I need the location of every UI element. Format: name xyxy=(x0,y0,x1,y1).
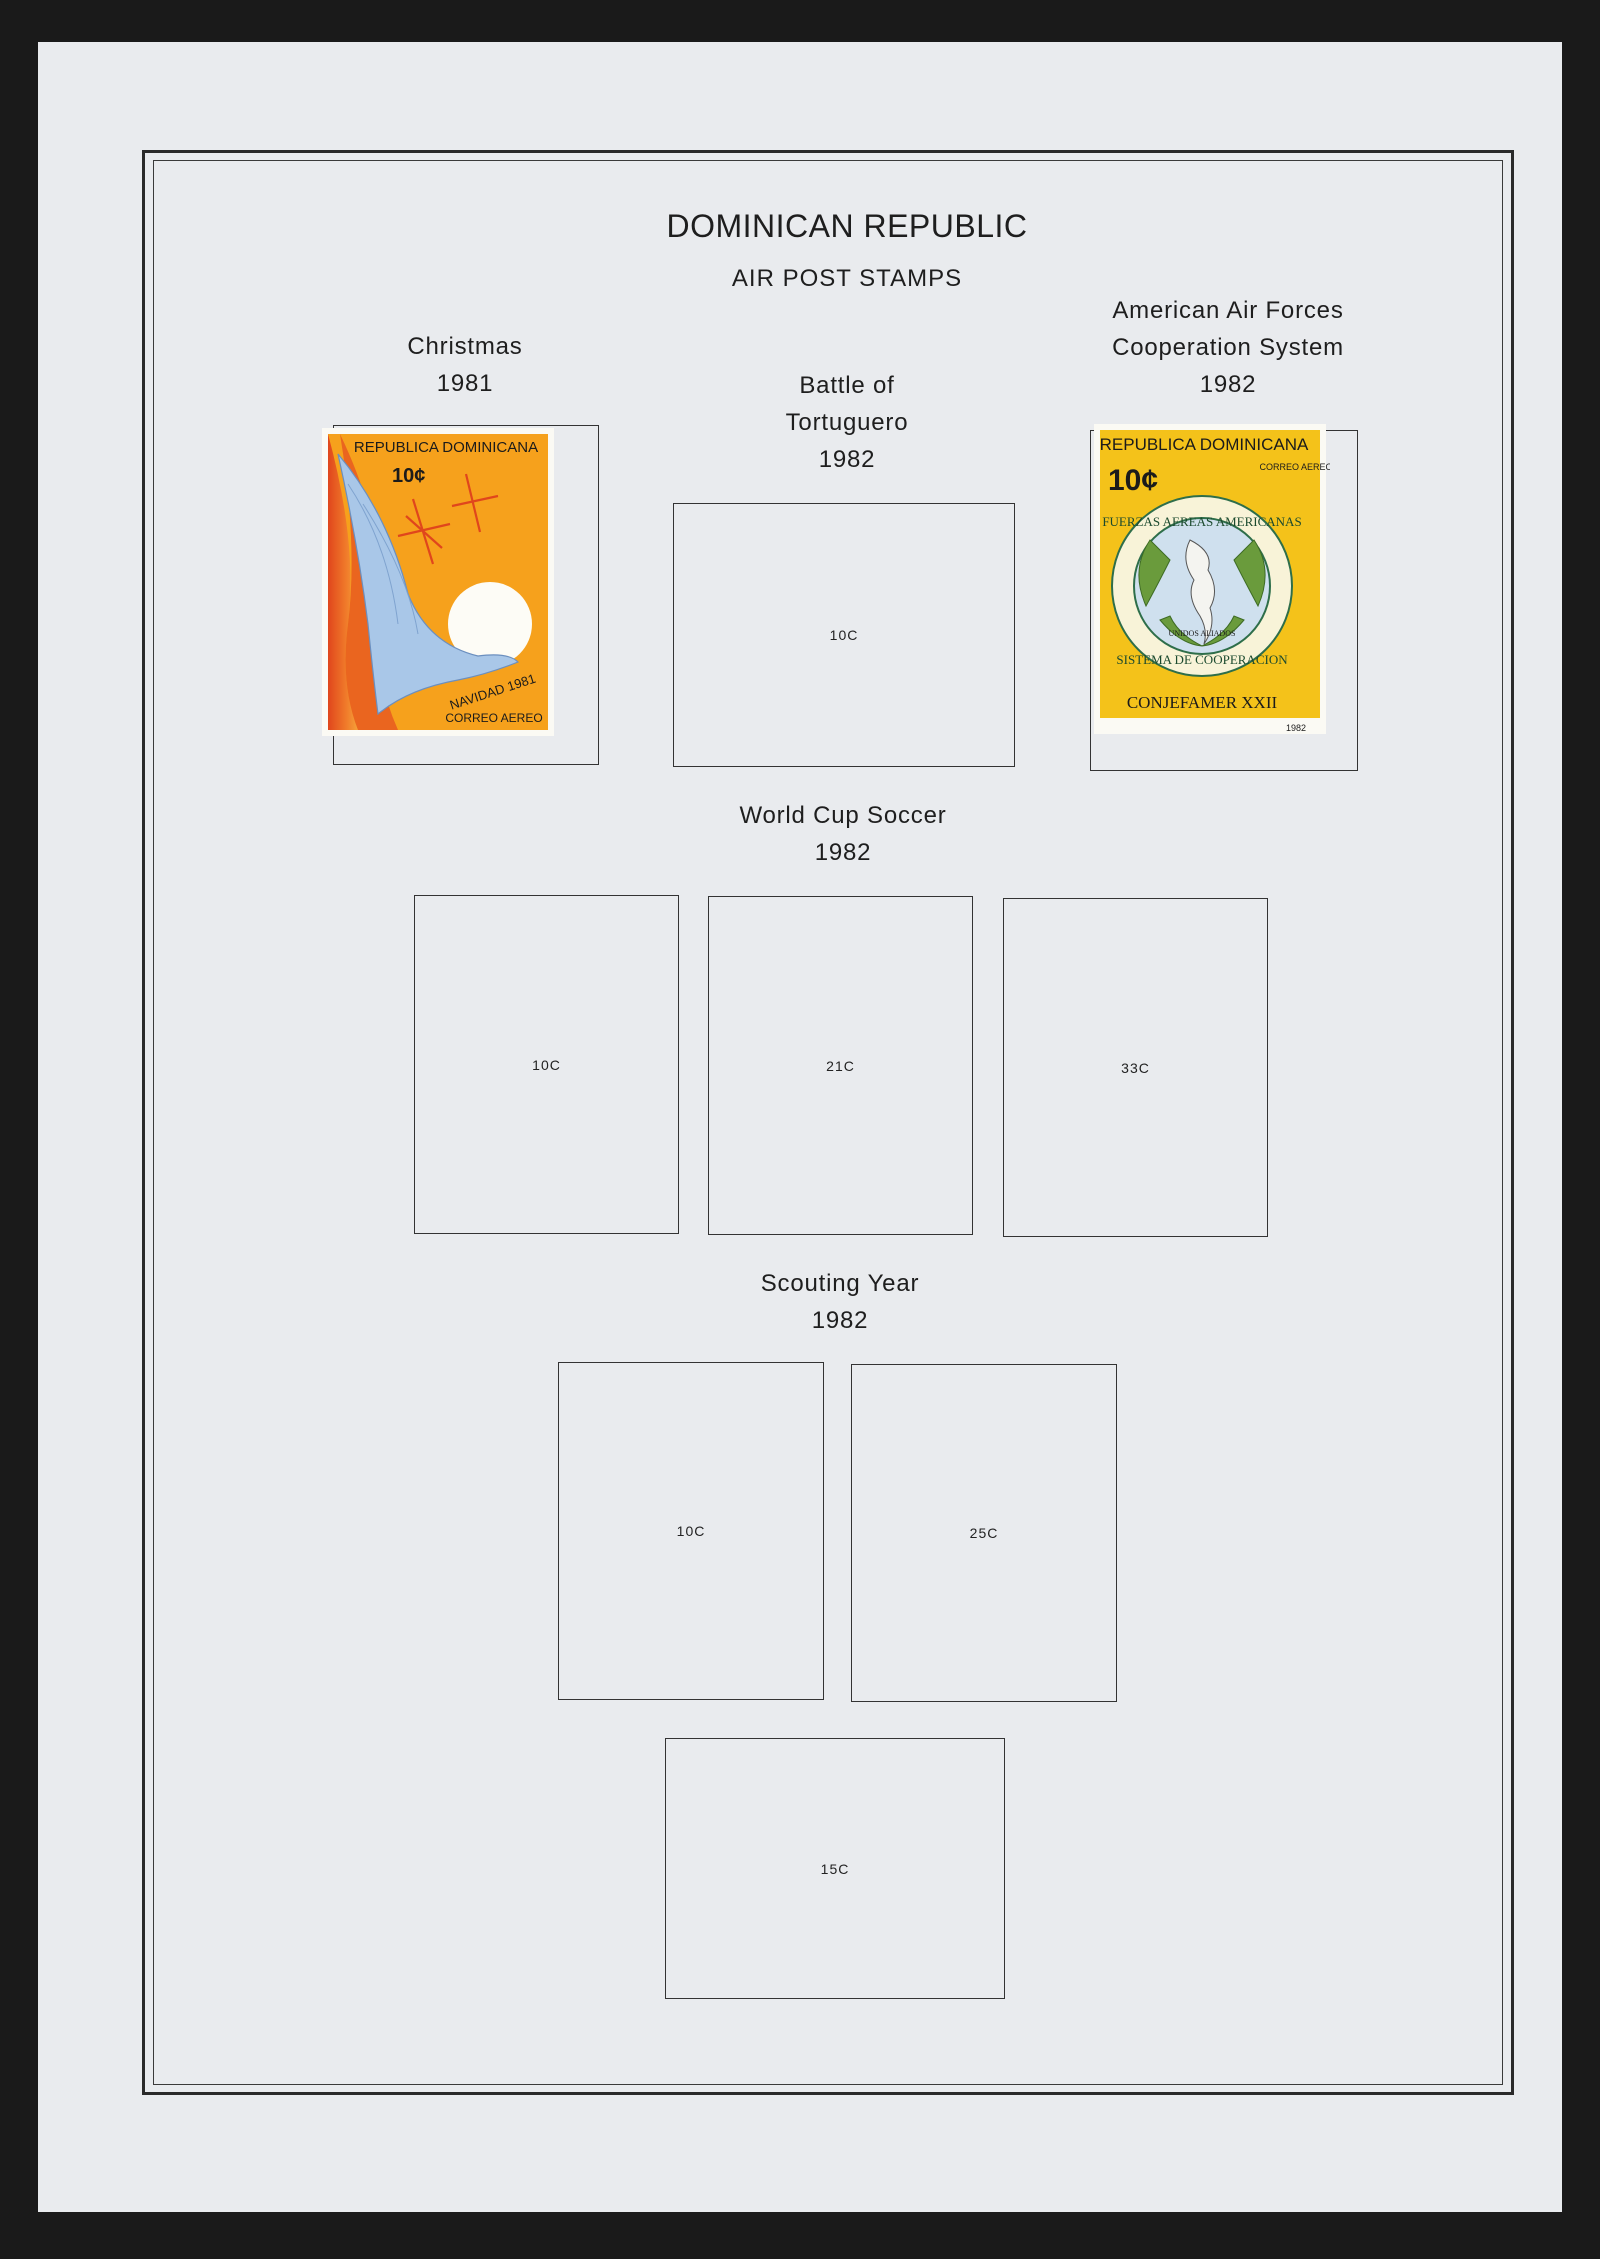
stamp-space-value: 21C xyxy=(826,1057,855,1074)
stamp-country: REPUBLICA DOMINICANA xyxy=(1100,435,1309,454)
stamp-country: REPUBLICA DOMINICANA xyxy=(354,439,538,456)
stamp-space-value: 15C xyxy=(820,1860,850,1877)
caption-line: American Air Forces xyxy=(1112,297,1344,324)
stamp-space-worldcup-3: 33C xyxy=(1003,898,1268,1237)
stamp-space-worldcup-2: 21C xyxy=(708,896,973,1235)
caption-line: Cooperation System xyxy=(1112,334,1344,361)
page-border-outer xyxy=(142,150,1514,2095)
sun-icon xyxy=(448,582,532,666)
page-subtitle: AIR POST STAMPS xyxy=(731,265,963,292)
stamp-value: 10¢ xyxy=(1108,464,1158,497)
stamp-value: 10¢ xyxy=(392,465,425,487)
caption-line: 1982 xyxy=(814,839,872,866)
emblem-ring-bottom: SISTEMA DE COOPERACION xyxy=(1116,652,1288,667)
stamp-caption: CONJEFAMER XXII xyxy=(1127,693,1278,712)
album-page xyxy=(38,42,1562,2212)
stamp-service: CORREO AEREO xyxy=(1259,462,1330,472)
set-caption-tortuguero: Battle of Tortuguero 1982 xyxy=(747,367,947,478)
caption-line: World Cup Soccer xyxy=(739,802,947,829)
set-caption-scouting: Scouting Year 1982 xyxy=(690,1265,990,1339)
caption-line: 1982 xyxy=(811,1307,869,1334)
stamp-space-value: 10C xyxy=(829,627,859,643)
caption-line: 1981 xyxy=(436,370,494,397)
stamp-space-worldcup-1: 10C xyxy=(414,895,679,1234)
stamp-year: 1982 xyxy=(1286,723,1306,733)
star-icon xyxy=(397,473,499,565)
caption-line: Christmas xyxy=(407,333,523,360)
caption-line: 1982 xyxy=(1199,371,1257,398)
page-title: DOMINICAN REPUBLIC xyxy=(666,208,1028,244)
caption-line: Tortuguero xyxy=(785,409,909,436)
set-caption-christmas: Christmas 1981 xyxy=(365,328,565,402)
stamp-space-tortuguero: 10C xyxy=(673,503,1015,767)
emblem-ribbon: UNIDOS ALIADOS xyxy=(1169,629,1236,638)
wings-icon xyxy=(1138,539,1266,647)
stamp-space-value: 25C xyxy=(969,1525,999,1541)
caption-line: 1982 xyxy=(818,446,876,473)
set-caption-worldcup: World Cup Soccer 1982 xyxy=(693,797,993,871)
stamp-space-scouting-3: 15C xyxy=(665,1738,1005,1999)
stamp-space-value: 33C xyxy=(1121,1059,1150,1076)
stamp-space-scouting-1: 10C xyxy=(558,1362,824,1700)
stamp-space-value: 10C xyxy=(532,1056,561,1073)
emblem-ring-top: FUERZAS AEREAS AMERICANAS xyxy=(1102,514,1301,529)
set-caption-aircoop: American Air Forces Cooperation System 1… xyxy=(1078,292,1378,403)
flame-shape xyxy=(328,434,358,730)
stamp-christmas-1981: REPUBLICA DOMINICANA 10¢ NAVIDAD 1981 CO… xyxy=(322,428,554,736)
caption-line: Battle of xyxy=(799,372,895,399)
stamp-space-scouting-2: 25C xyxy=(851,1364,1117,1702)
stamp-space-value: 10C xyxy=(676,1523,706,1539)
americas-map-icon xyxy=(1185,539,1215,645)
caption-line: Scouting Year xyxy=(760,1270,920,1297)
page-border-inner xyxy=(153,160,1503,2085)
stamp-air-forces-1982: REPUBLICA DOMINICANA 10¢ CORREO AEREO FU… xyxy=(1094,424,1330,734)
stamp-service: CORREO AEREO xyxy=(445,711,542,725)
